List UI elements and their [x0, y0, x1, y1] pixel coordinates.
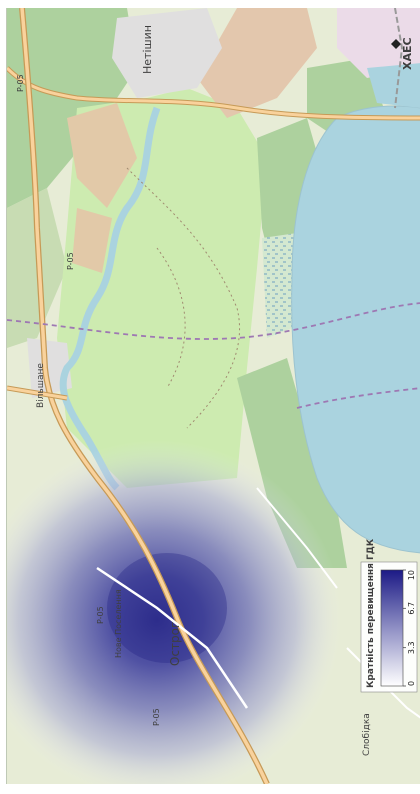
legend-ticks: 0 3.3 6.7 10 — [403, 569, 416, 687]
lake-road — [256, 487, 338, 589]
plant-industrial — [337, 8, 420, 78]
road-east-west — [7, 66, 420, 120]
legend-tick-label: 6.7 — [407, 602, 416, 615]
farmland-brown-small — [72, 208, 112, 273]
road-p05 — [20, 8, 269, 784]
city-street — [96, 566, 249, 709]
label-road-p05-c: P-05 — [96, 606, 105, 624]
label-city-area: Нове Поселення — [114, 589, 123, 658]
legend-tick-label: 0 — [407, 681, 416, 686]
farmland-brown-north — [197, 8, 317, 118]
label-road-p05-b: P-05 — [66, 252, 75, 270]
legend-colorbar — [380, 569, 404, 687]
forest-lakeshore — [237, 358, 347, 568]
label-village-south: Слобідка — [362, 713, 372, 756]
label-plant: ХАЕС — [401, 37, 414, 70]
map-view[interactable]: Нетішин ХАЕС Вільшане Острог Нове Поселе… — [6, 8, 420, 784]
canal-north — [367, 63, 420, 108]
boundary-line-north — [7, 302, 420, 340]
label-town-north: Нетішин — [141, 25, 154, 74]
label-village-west: Вільшане — [36, 363, 46, 408]
farmland-brown-mid — [67, 103, 137, 208]
plant-marker-icon — [391, 39, 401, 49]
river — [59, 106, 161, 491]
legend-title: Кратність перевищення ГДК — [365, 538, 376, 688]
label-road-p05-d: P-05 — [152, 708, 161, 726]
boundary-line-east — [296, 387, 420, 409]
railway — [394, 8, 404, 109]
road-west — [7, 386, 68, 400]
path-trail-2 — [156, 247, 186, 389]
label-city: Острог — [168, 622, 182, 666]
town-residential — [112, 8, 222, 98]
legend-tick-label: 3.3 — [407, 641, 416, 654]
legend-tick-label: 10 — [407, 570, 416, 580]
label-road-p05-a: P-05 — [16, 74, 25, 92]
map-canvas: Нетішин ХАЕС Вільшане Острог Нове Поселе… — [7, 8, 420, 784]
forest-northwest — [7, 8, 137, 208]
wetland — [262, 233, 297, 338]
legend: Кратність перевищення ГДК 0 3.3 6.7 10 — [360, 538, 418, 693]
